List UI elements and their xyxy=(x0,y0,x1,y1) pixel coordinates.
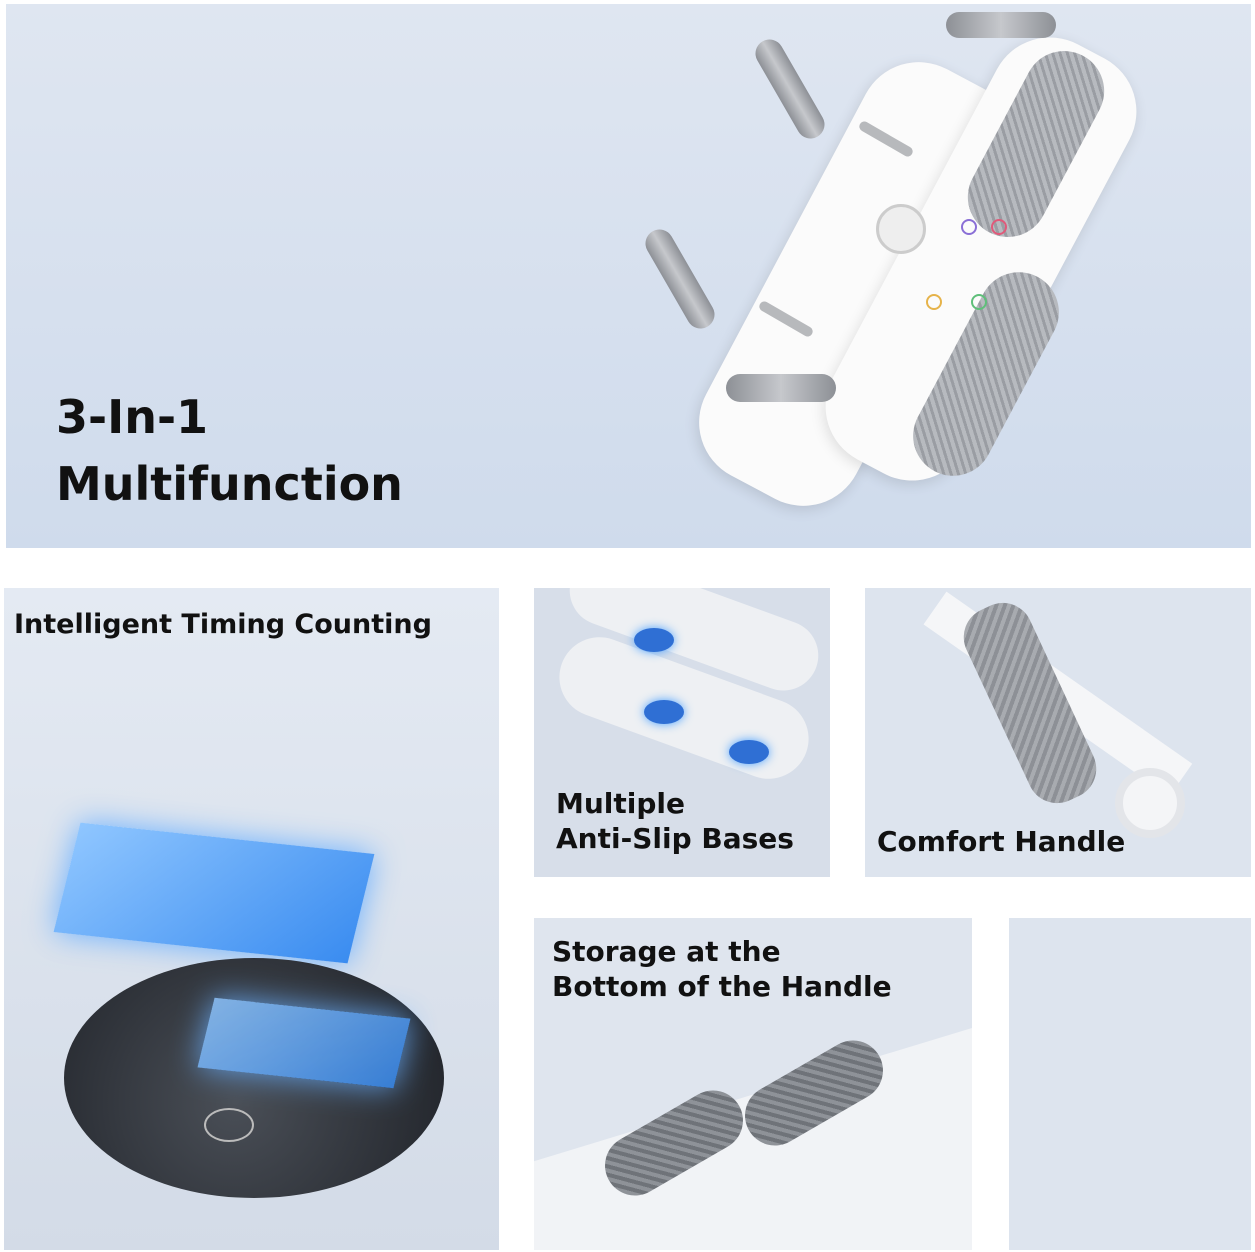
blank-panel xyxy=(1009,918,1251,1250)
feature-timing-label: Intelligent Timing Counting xyxy=(14,609,432,640)
feature-storage-panel: Storage at the Bottom of the Handle xyxy=(534,918,972,1250)
storage-label-line1: Storage at the xyxy=(552,935,781,968)
hero-panel: 3-In-1 Multifunction xyxy=(6,4,1251,548)
digital-display-illustration xyxy=(53,822,375,964)
feature-handle-panel: Comfort Handle xyxy=(865,588,1251,877)
feature-antislip-label: Multiple Anti-Slip Bases xyxy=(556,786,794,856)
hero-title-line1: 3-In-1 xyxy=(56,390,209,444)
power-button-icon xyxy=(204,1108,254,1142)
feature-timing-panel: Intelligent Timing Counting xyxy=(4,588,499,1250)
feature-handle-label: Comfort Handle xyxy=(877,825,1126,858)
feature-storage-label: Storage at the Bottom of the Handle xyxy=(552,934,892,1004)
timer-dial-icon xyxy=(876,204,926,254)
hero-title-line2: Multifunction xyxy=(56,456,403,511)
hero-title: 3-In-1 Multifunction xyxy=(56,384,403,517)
feature-antislip-panel: Multiple Anti-Slip Bases xyxy=(534,588,830,877)
antislip-label-line2: Anti-Slip Bases xyxy=(556,822,794,855)
antislip-label-line1: Multiple xyxy=(556,787,686,820)
storage-label-line2: Bottom of the Handle xyxy=(552,970,892,1003)
